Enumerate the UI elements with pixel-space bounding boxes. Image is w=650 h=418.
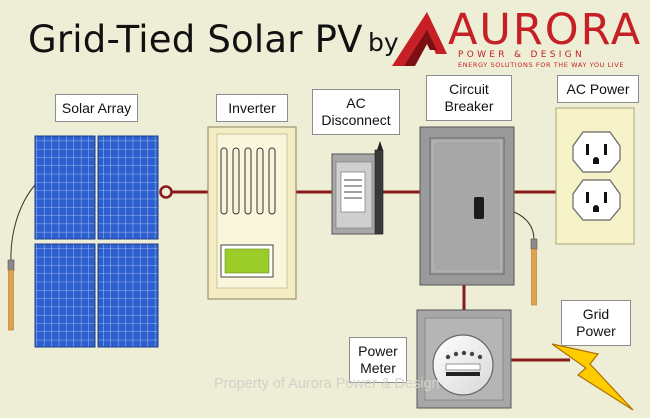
brand-tagline: ENERGY SOLUTIONS FOR THE WAY YOU LIVE	[458, 61, 625, 69]
label-ac-disconnect: AC Disconnect	[312, 89, 400, 135]
label-power-meter: Power Meter	[349, 337, 407, 383]
solar-panel	[97, 135, 159, 240]
label-ac-power: AC Power	[557, 75, 639, 103]
label-ac-disconnect-line2: Disconnect	[321, 112, 391, 128]
ac-outlet-unit	[555, 107, 635, 245]
label-grid-power-line2: Power	[576, 323, 616, 339]
breaker-ground	[513, 211, 538, 306]
label-ac-disconnect-line1: AC	[346, 95, 366, 111]
solar-panel	[34, 135, 96, 240]
inverter-display	[224, 248, 270, 274]
label-circuit-breaker-line1: Circuit	[449, 81, 489, 97]
lightning-bolt-icon	[551, 343, 634, 411]
by-label: by	[368, 28, 399, 57]
watermark-text: Property of Aurora Power & Design	[214, 376, 440, 392]
array-ground	[7, 184, 36, 331]
power-meter-unit	[416, 309, 512, 409]
brand-subtitle: POWER & DESIGN	[458, 50, 585, 60]
wiring	[172, 190, 570, 362]
label-ac-power-text: AC Power	[566, 80, 630, 97]
array-connector-ring	[159, 185, 173, 199]
diagram-title: Grid-Tied Solar PV	[28, 18, 363, 61]
outlet-receptacle-icon	[572, 179, 621, 221]
ground-rod-icon	[8, 269, 14, 331]
label-power-meter-line1: Power	[358, 343, 398, 359]
disconnect-handle-icon	[377, 141, 383, 150]
label-solar-array: Solar Array	[55, 94, 138, 122]
label-circuit-breaker-line2: Breaker	[444, 98, 494, 114]
ground-rod-icon	[531, 248, 537, 306]
label-circuit-breaker: Circuit Breaker	[426, 75, 512, 121]
aurora-logo-mark	[392, 12, 447, 66]
solar-panel	[97, 243, 159, 348]
label-power-meter-line2: Meter	[360, 360, 396, 376]
breaker-latch-icon	[474, 197, 484, 219]
circuit-breaker-unit	[419, 126, 515, 286]
label-solar-array-text: Solar Array	[61, 99, 132, 116]
label-grid-power-line1: Grid	[582, 306, 610, 322]
label-inverter: Inverter	[216, 94, 288, 122]
outlet-receptacle-icon	[572, 131, 621, 173]
solar-array	[34, 135, 159, 348]
ac-disconnect-unit	[331, 141, 384, 235]
inverter-unit	[207, 126, 297, 300]
brand-name: AURORA	[448, 5, 643, 55]
solar-panel	[34, 243, 96, 348]
label-inverter-text: Inverter	[228, 99, 276, 116]
label-grid-power: Grid Power	[561, 300, 631, 346]
